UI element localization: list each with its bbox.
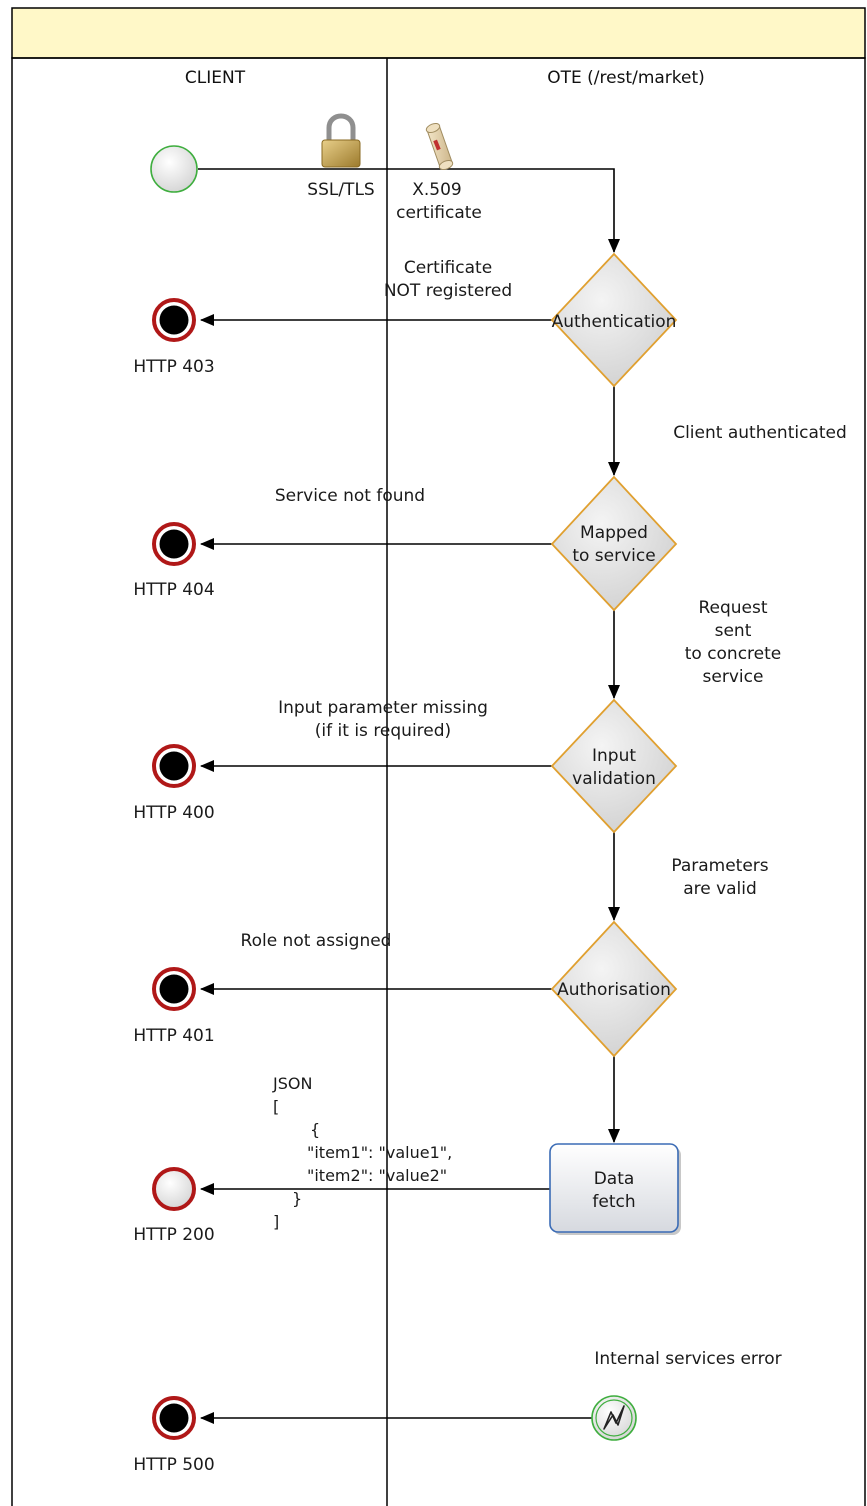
pool-header xyxy=(11,7,866,59)
lane-title-ote: OTE (/rest/market) xyxy=(547,68,705,88)
end-label-404: HTTP 404 xyxy=(133,580,214,600)
gateway-input-validation xyxy=(550,698,678,834)
flow-start-to-authentication xyxy=(198,168,620,253)
json-line-4: "item1": "value1", xyxy=(307,1143,452,1162)
label-x509: X.509 xyxy=(412,180,462,200)
json-line-6: } xyxy=(292,1189,302,1208)
sequence-flows xyxy=(198,168,620,1424)
label-input-missing-1: Input parameter missing xyxy=(278,698,488,718)
start-event xyxy=(150,145,198,193)
label-cert-not-registered-2: NOT registered xyxy=(384,281,512,301)
label-params-valid-2: are valid xyxy=(683,879,757,899)
gateway-authorisation-label: Authorisation xyxy=(557,980,671,1000)
json-line-2: [ xyxy=(273,1097,279,1116)
label-internal-error: Internal services error xyxy=(594,1349,781,1369)
label-request-sent-2: sent xyxy=(715,621,752,641)
gateway-authentication-label: Authentication xyxy=(552,312,677,332)
json-annotation: JSON [ { "item1": "value1", "item2": "va… xyxy=(272,1074,452,1231)
lightning-icon xyxy=(603,1405,625,1430)
task-data-fetch xyxy=(549,1143,679,1233)
label-client-authenticated: Client authenticated xyxy=(673,423,847,443)
gateway-authentication xyxy=(550,252,678,388)
gateway-mapped-to-service xyxy=(550,475,678,612)
label-request-sent-4: service xyxy=(703,667,764,687)
end-event-403 xyxy=(152,298,196,342)
end-label-200: HTTP 200 xyxy=(133,1225,214,1245)
end-label-401: HTTP 401 xyxy=(133,1026,214,1046)
json-line-5: "item2": "value2" xyxy=(307,1166,447,1185)
error-event xyxy=(591,1395,637,1441)
end-label-403: HTTP 403 xyxy=(133,357,214,377)
label-ssl-tls: SSL/TLS xyxy=(307,180,374,200)
json-line-7: ] xyxy=(273,1212,279,1231)
json-line-1: JSON xyxy=(272,1074,312,1093)
certificate-icon xyxy=(425,122,454,171)
label-certificate: certificate xyxy=(396,203,482,223)
label-input-missing-2: (if it is required) xyxy=(315,721,451,741)
json-line-3: { xyxy=(310,1120,320,1139)
end-label-500: HTTP 500 xyxy=(133,1455,214,1475)
pool: CLIENT OTE (/rest/market) xyxy=(11,7,866,1506)
gateway-mapped-label-2: to service xyxy=(572,546,655,566)
end-event-500 xyxy=(152,1396,196,1440)
end-event-200 xyxy=(152,1167,196,1211)
task-label-2: fetch xyxy=(592,1192,635,1212)
gateway-input-label-1: Input xyxy=(592,746,636,766)
gateway-authorisation xyxy=(550,920,678,1058)
task-label-1: Data xyxy=(594,1169,635,1189)
end-event-400 xyxy=(152,744,196,788)
gateway-mapped-label-1: Mapped xyxy=(580,523,648,543)
end-event-404 xyxy=(152,522,196,566)
end-label-400: HTTP 400 xyxy=(133,803,214,823)
label-role-not-assigned: Role not assigned xyxy=(241,931,392,951)
lock-icon xyxy=(321,113,361,168)
label-params-valid-1: Parameters xyxy=(671,856,768,876)
label-cert-not-registered-1: Certificate xyxy=(404,258,492,278)
gateway-input-label-2: validation xyxy=(572,769,656,789)
lane-title-client: CLIENT xyxy=(185,68,246,88)
pool-body xyxy=(11,57,866,1506)
end-event-401 xyxy=(152,967,196,1011)
label-service-not-found: Service not found xyxy=(275,486,425,506)
label-request-sent-3: to concrete xyxy=(685,644,782,664)
label-request-sent-1: Request xyxy=(698,598,767,618)
